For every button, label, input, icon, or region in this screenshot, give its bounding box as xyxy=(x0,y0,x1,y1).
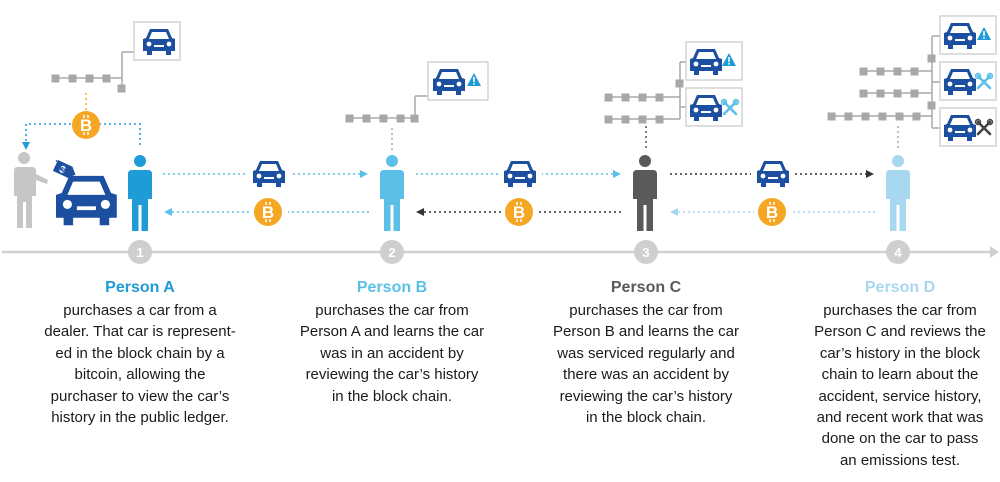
description-line: purchases a car from a xyxy=(63,302,217,319)
step-marker-1: 1 xyxy=(128,240,152,264)
description-line: ed in the block chain by a xyxy=(55,344,225,362)
description-line: chain to learn about the xyxy=(821,366,979,384)
description-line: in the block chain. xyxy=(331,387,453,405)
description-line: Person C and reviews the xyxy=(814,323,986,341)
ledger-box-1 xyxy=(133,21,181,61)
bitcoin-icon xyxy=(757,197,787,227)
description-line: dealer. That car is represent- xyxy=(44,323,236,341)
description-line: was serviced regularly and xyxy=(557,344,735,362)
person-a-name: Person A xyxy=(105,279,175,296)
bitcoin-icon xyxy=(504,197,534,227)
person-icon xyxy=(380,155,404,231)
dealer-figure xyxy=(14,152,48,228)
description-line: reviewing the car’s history xyxy=(305,366,479,384)
ledger-box-3a xyxy=(685,41,743,81)
description-line: Person B and learns the car xyxy=(553,323,739,341)
description-line: car’s history in the block xyxy=(819,344,981,362)
description-line: history in the public ledger. xyxy=(51,409,229,427)
description-line: reviewing the car’s history xyxy=(559,387,733,405)
description-line: purchases the car from xyxy=(315,302,469,319)
step-number-3: 3 xyxy=(642,245,649,260)
ledger-box-4b xyxy=(939,61,997,101)
description-line: done on the car to pass xyxy=(821,430,979,448)
person-c-name: Person C xyxy=(610,279,682,296)
description-line: accident, service history, xyxy=(818,387,982,405)
step-marker-2: 2 xyxy=(380,240,404,264)
timeline xyxy=(2,246,999,258)
bitcoin-icon xyxy=(253,197,283,227)
description-line: an emissions test. xyxy=(839,451,961,469)
description-line: purchaser to view the car’s xyxy=(50,387,230,405)
step-number-1: 1 xyxy=(136,245,143,260)
block-chain-1 xyxy=(51,51,134,93)
description-line: purchases the car from xyxy=(569,302,723,319)
bitcoin-icon xyxy=(71,110,101,140)
ledger-box-3b xyxy=(685,87,743,127)
transfer-arrows-1-2 xyxy=(163,170,370,216)
step-marker-4: 4 xyxy=(886,240,910,264)
description-line: was in an accident by xyxy=(320,344,464,362)
description-line: there was an accident by xyxy=(563,366,729,384)
ledger-box-4a xyxy=(939,15,997,55)
step-marker-3: 3 xyxy=(634,240,658,264)
description-line: Person A and learns the car xyxy=(299,323,485,341)
description-line: purchases the car from xyxy=(823,302,977,319)
person-icon xyxy=(14,152,48,228)
ledger-box-2 xyxy=(427,61,489,101)
person-a-description: purchases a car from a dealer. That car i… xyxy=(25,300,255,428)
person-d-name: Person D xyxy=(864,279,936,296)
description-line: in the block chain. xyxy=(585,409,707,427)
ledger-box-4c xyxy=(939,107,997,147)
person-icon xyxy=(886,155,910,231)
description-line: bitcoin, allowing the xyxy=(74,366,206,384)
person-icon xyxy=(633,155,657,231)
description-line: and recent work that was xyxy=(816,409,984,427)
block-chain-3 xyxy=(604,61,686,124)
block-chain-4 xyxy=(827,35,940,129)
step-number-2: 2 xyxy=(388,245,395,260)
step-number-4: 4 xyxy=(894,245,902,260)
block-chain-2 xyxy=(345,95,428,123)
person-a-block: Person A purchases a car from a dealer. T… xyxy=(25,278,255,428)
person-icon xyxy=(128,155,152,231)
car-icon xyxy=(56,175,117,226)
person-b-name: Person B xyxy=(356,279,428,296)
